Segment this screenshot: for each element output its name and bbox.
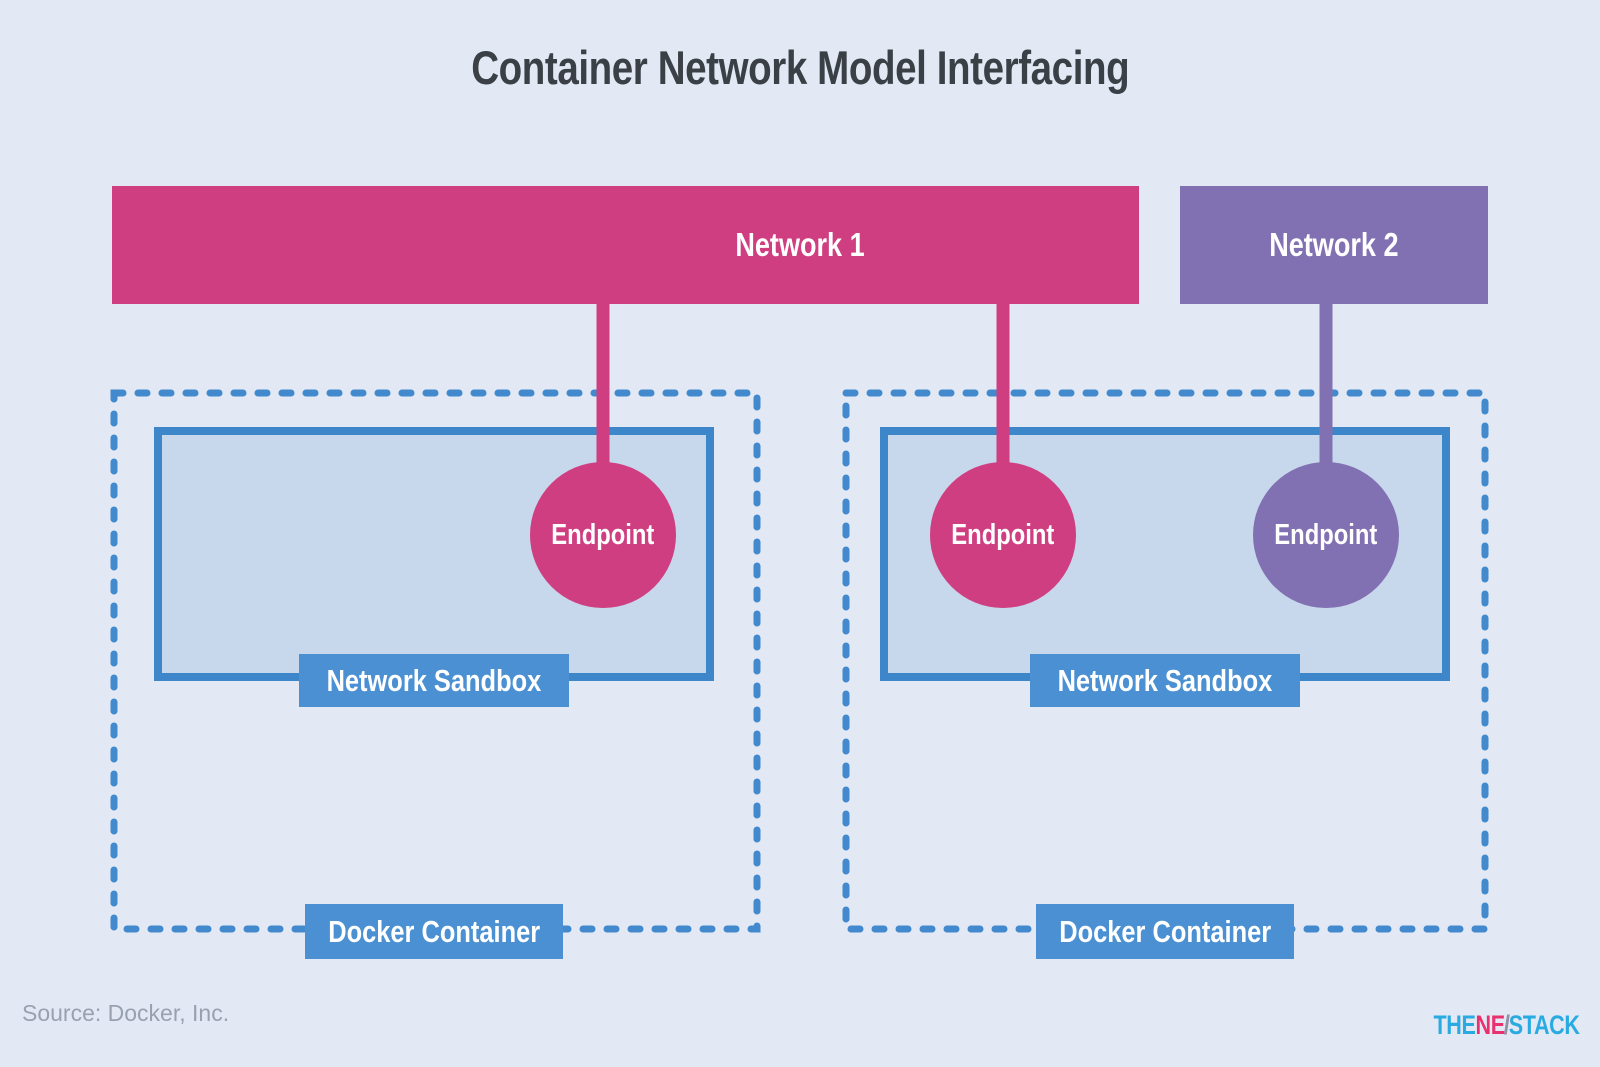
docker-container-label-text: Docker Container [328,913,540,949]
endpoint-label: Endpoint [951,518,1055,551]
network-sandbox-label-text: Network Sandbox [1057,662,1273,698]
network-2-label: Network 2 [1269,226,1399,263]
endpoint-circle-container1-network1: Endpoint [530,462,676,608]
page-title: Container Network Model Interfacing [0,40,1600,95]
network-sandbox-label-text: Network Sandbox [326,662,542,698]
page-title-text: Container Network Model Interfacing [470,41,1130,94]
network-1-label: Network 1 [735,226,865,263]
network-sandbox-label-right: Network Sandbox [1030,654,1300,707]
docker-container-label-right: Docker Container [1036,904,1294,959]
source-credit: Source: Docker, Inc. [22,1000,230,1026]
network-2-bar: Network 2 [1180,186,1488,304]
logo-the: THE [1433,1010,1476,1040]
thenewstack-logo: THENE//STACK [1434,1010,1580,1041]
endpoint-label: Endpoint [551,518,655,551]
docker-container-label-left: Docker Container [305,904,563,959]
logo-slash-2: / [1504,1010,1510,1040]
docker-container-label-text: Docker Container [1059,913,1271,949]
logo-stack: STACK [1509,1010,1580,1040]
network-sandbox-label-left: Network Sandbox [299,654,569,707]
endpoint-circle-container2-network1: Endpoint [930,462,1076,608]
logo-ne: NE [1475,1010,1506,1040]
logo-slash-1: / [1504,1010,1510,1040]
network-1-bar: Network 1 [112,186,1139,304]
endpoint-label: Endpoint [1274,518,1378,551]
endpoint-circle-container2-network2: Endpoint [1253,462,1399,608]
